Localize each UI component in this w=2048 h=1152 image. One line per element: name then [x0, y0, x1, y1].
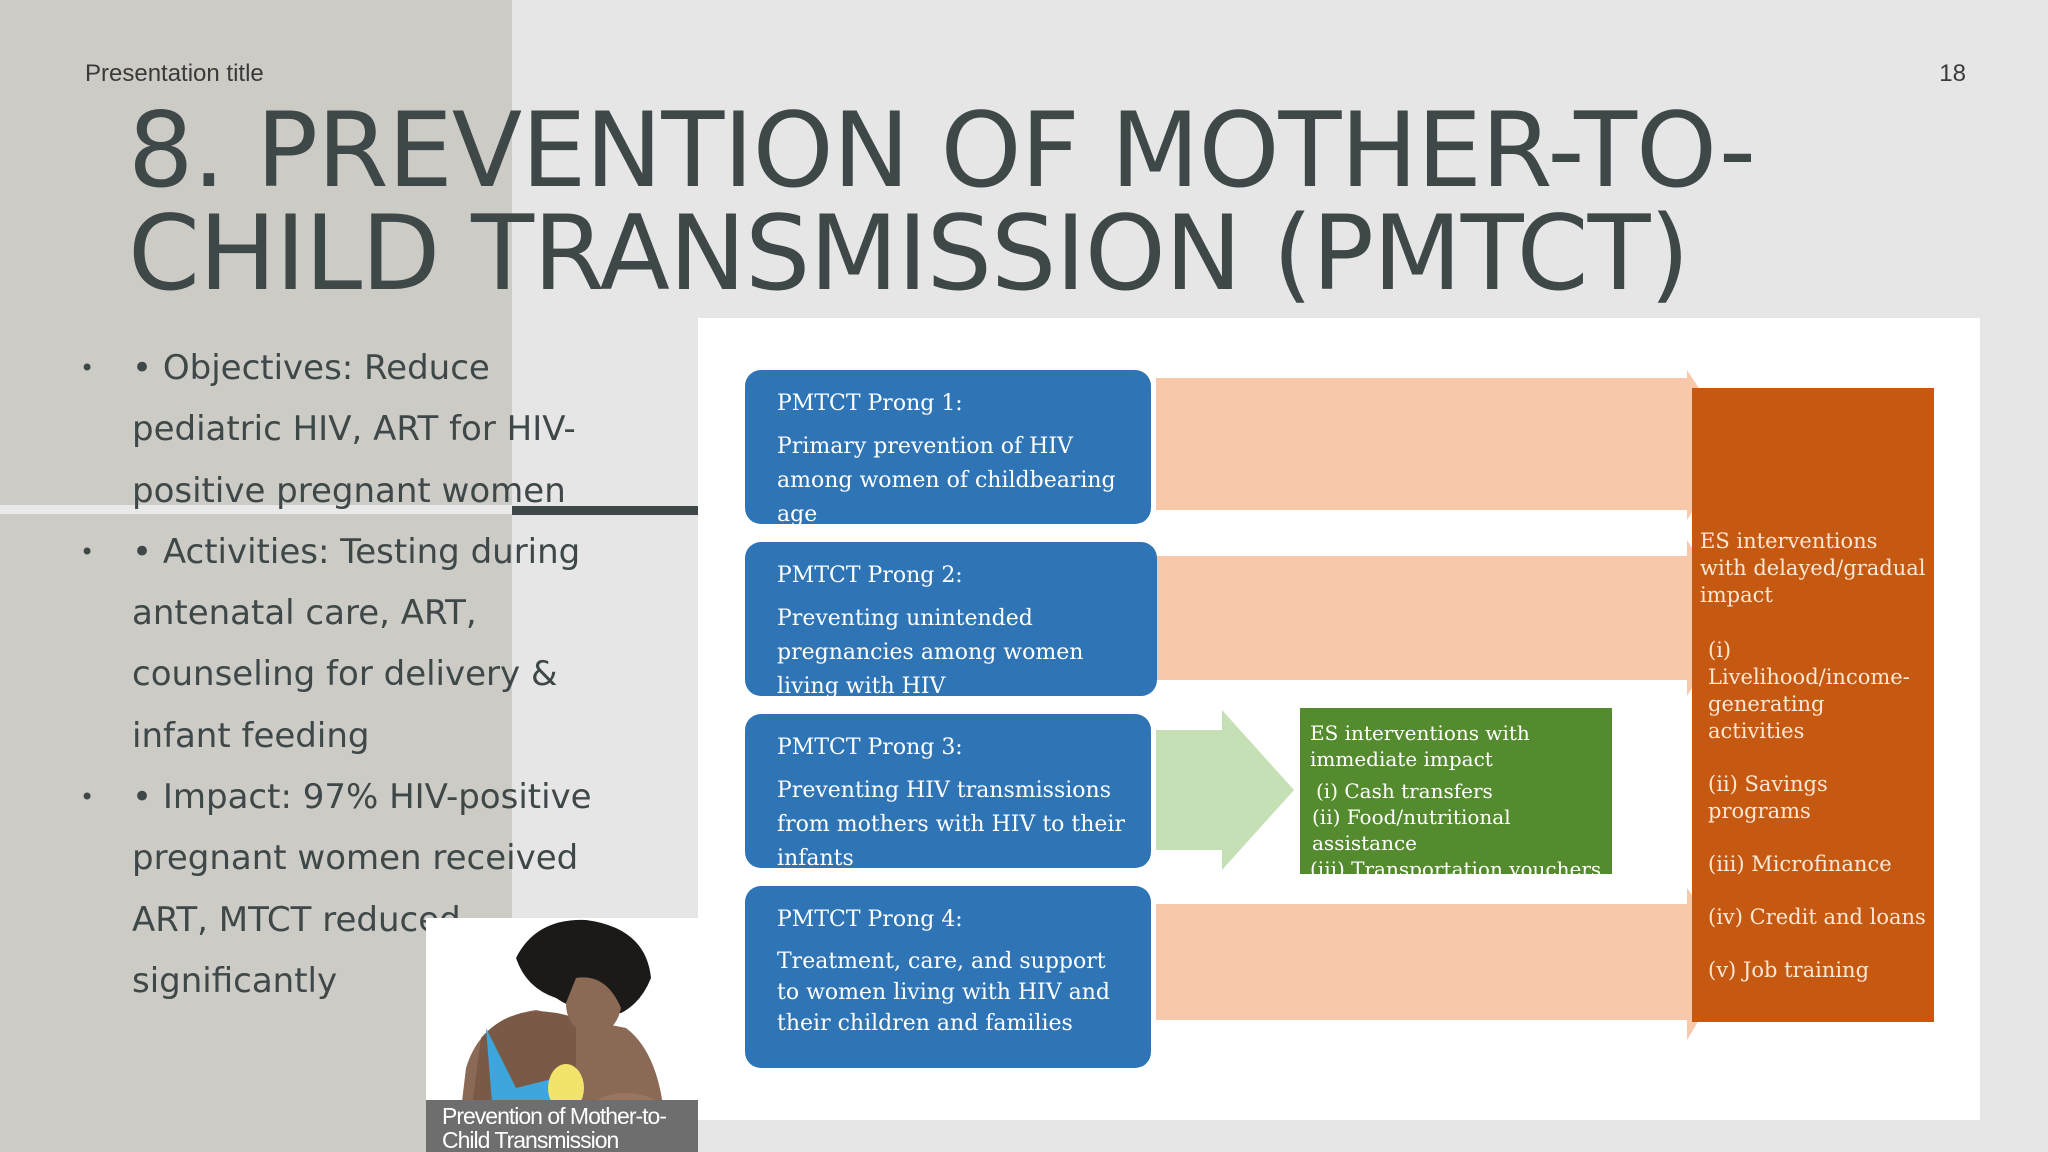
diagram-arrows	[1156, 370, 1736, 1040]
slide-title: 8. PREVENTION OF MOTHER-TO- CHILD TRANSM…	[128, 100, 1928, 306]
arrow-prong-1	[1156, 370, 1736, 520]
bullet-text: • Objectives: Reduce pediatric HIV, ART …	[132, 348, 576, 511]
slide-title-line-2: CHILD TRANSMISSION (PMTCT)	[128, 194, 1690, 314]
delayed-item: (iii) Microfinance	[1708, 852, 1892, 876]
prong-title: PMTCT Prong 3:	[777, 735, 963, 760]
immediate-impact-box: ES interventions with immediate impact (…	[1300, 708, 1612, 881]
prong-3-box: PMTCT Prong 3: Preventing HIV transmissi…	[745, 714, 1151, 871]
bullet-text: • Impact: 97% HIV-positive pregnant wome…	[132, 777, 592, 1001]
prong-1-box: PMTCT Prong 1: Primary prevention of HIV…	[745, 370, 1151, 527]
delayed-item: (ii) Savings programs	[1708, 772, 1828, 823]
delayed-impact-box: ES interventions with delayed/gradual im…	[1692, 388, 1934, 1022]
prong-2-box: PMTCT Prong 2: Preventing unintended pre…	[745, 542, 1157, 699]
prong-4-box: PMTCT Prong 4: Treatment, care, and supp…	[745, 886, 1151, 1068]
immediate-heading: ES interventions with immediate impact	[1310, 721, 1530, 771]
slide-number: 18	[1939, 60, 1966, 87]
bullet-item: • • Impact: 97% HIV-positive pregnant wo…	[80, 767, 640, 1012]
arrow-prong-4	[1156, 888, 1736, 1040]
pmtct-diagram: PMTCT Prong 1: Primary prevention of HIV…	[698, 318, 1980, 1120]
caption-line-1: Prevention of Mother-to-	[442, 1103, 667, 1129]
bullet-text: • Activities: Testing during antenatal c…	[132, 531, 581, 756]
prong-text: Preventing unintended pregnancies among …	[777, 606, 1084, 699]
bullet-marker: •	[80, 354, 95, 382]
delayed-item: (i) Livelihood/income-generating activit…	[1708, 638, 1910, 743]
immediate-item: (i) Cash transfers	[1316, 779, 1493, 803]
delayed-item: (v) Job training	[1708, 958, 1870, 982]
immediate-item: (ii) Food/nutritional assistance	[1312, 805, 1511, 855]
prong-title: PMTCT Prong 1:	[777, 391, 963, 416]
delayed-heading: ES interventions with delayed/gradual im…	[1700, 529, 1926, 607]
prong-text: Primary prevention of HIV among women of…	[777, 434, 1116, 527]
pmtct-illustration: Prevention of Mother-to- Child Transmiss…	[426, 918, 698, 1152]
divider-dark	[512, 506, 700, 515]
bullet-item: • • Activities: Testing during antenatal…	[80, 522, 640, 767]
bullet-marker: •	[80, 783, 95, 812]
immediate-item: (iii) Transportation vouchers	[1310, 857, 1602, 881]
delayed-item: (iv) Credit and loans	[1708, 905, 1926, 929]
prong-title: PMTCT Prong 4:	[777, 907, 963, 932]
prong-title: PMTCT Prong 2:	[777, 563, 963, 588]
bullet-marker: •	[80, 537, 95, 566]
divider-light	[0, 505, 512, 514]
caption-line-2: Child Transmission	[442, 1127, 619, 1152]
slide-title-line-1: 8. PREVENTION OF MOTHER-TO-	[128, 91, 1756, 211]
arrow-prong-2	[1156, 540, 1736, 696]
bullet-item: • • Objectives: Reduce pediatric HIV, AR…	[80, 338, 640, 522]
arrow-prong-3	[1156, 710, 1294, 870]
prong-text: Treatment, care, and support to women li…	[777, 949, 1110, 1036]
presentation-title: Presentation title	[85, 60, 264, 87]
illustration-caption: Prevention of Mother-to- Child Transmiss…	[426, 1100, 698, 1152]
bullet-list: • • Objectives: Reduce pediatric HIV, AR…	[80, 338, 640, 1012]
prong-text: Preventing HIV transmissions from mother…	[777, 778, 1125, 871]
